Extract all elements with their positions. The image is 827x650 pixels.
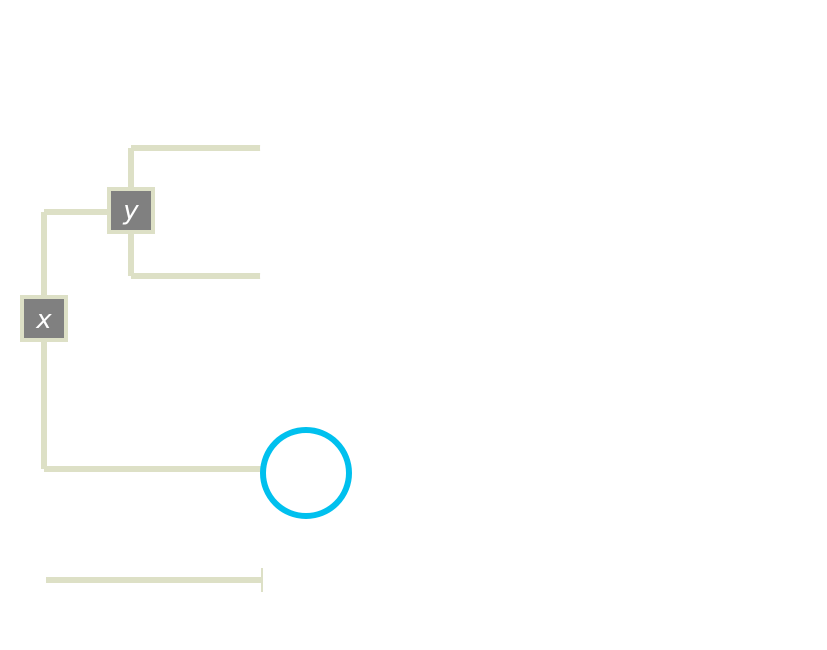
leaf-node-1 (260, 124, 308, 172)
internal-node-y (107, 187, 155, 234)
internal-node-y-label: y (122, 196, 139, 226)
leaf-node-3-highlighted (260, 427, 352, 519)
internal-node-x-label: x (35, 305, 52, 335)
leaves (260, 124, 352, 519)
scale-bar (46, 568, 263, 592)
internal-node-x (20, 295, 68, 342)
internal-nodes: y x (20, 187, 155, 342)
leaf-node-2 (260, 252, 308, 300)
